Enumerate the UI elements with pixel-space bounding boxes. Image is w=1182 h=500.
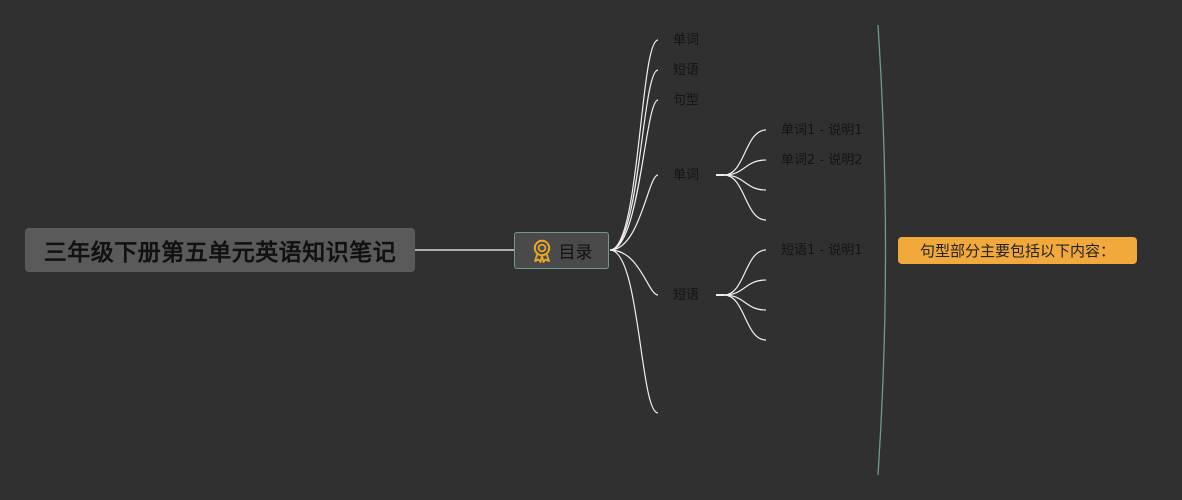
root-topic-title: 三年级下册第五单元英语知识笔记 xyxy=(43,240,397,266)
phrases-entry-1-label: 短语1 - 说明1 xyxy=(781,243,863,258)
root-topic[interactable]: 三年级下册第五单元英语知识笔记 xyxy=(25,228,415,272)
branch-item-sentences[interactable]: 句型 xyxy=(673,93,699,109)
branch-line-item-1 xyxy=(609,39,659,251)
branch-phrases-label: 短语 xyxy=(673,288,700,303)
summary-callout-text: 句型部分主要包括以下内容： xyxy=(919,242,1115,260)
words-entry-1[interactable]: 单词1 - 说明1 xyxy=(781,123,863,139)
branch-line-phrases xyxy=(609,249,659,296)
words-entry-2[interactable]: 单词2 - 说明2 xyxy=(781,153,863,169)
phrases-entry-1[interactable]: 短语1 - 说明1 xyxy=(781,243,863,259)
branch-words[interactable]: 单词 xyxy=(673,168,699,184)
phrases-subbranches xyxy=(716,249,767,341)
branch-item-words-label: 单词 xyxy=(673,33,700,48)
summary-callout[interactable]: 句型部分主要包括以下内容： xyxy=(898,237,1137,264)
branch-phrases[interactable]: 短语 xyxy=(673,288,699,304)
words-subbranches xyxy=(716,129,767,221)
branch-line-item-2 xyxy=(609,69,659,251)
toc-topic[interactable]: 目录 xyxy=(514,232,609,269)
branch-line-empty xyxy=(609,249,659,414)
branch-item-sentences-label: 句型 xyxy=(673,93,700,108)
branch-words-label: 单词 xyxy=(673,168,700,183)
words-entry-2-label: 单词2 - 说明2 xyxy=(781,153,863,168)
branch-item-phrases[interactable]: 短语 xyxy=(673,63,699,79)
branch-item-words[interactable]: 单词 xyxy=(673,33,699,49)
toc-topic-label: 目录 xyxy=(558,243,593,263)
branch-line-item-3 xyxy=(609,99,659,251)
branch-item-phrases-label: 短语 xyxy=(673,63,700,78)
branch-line-words xyxy=(609,174,659,251)
summary-bracket xyxy=(877,24,887,476)
toc-branches xyxy=(609,39,659,414)
award-medal-icon xyxy=(533,239,550,263)
words-entry-1-label: 单词1 - 说明1 xyxy=(781,123,863,138)
